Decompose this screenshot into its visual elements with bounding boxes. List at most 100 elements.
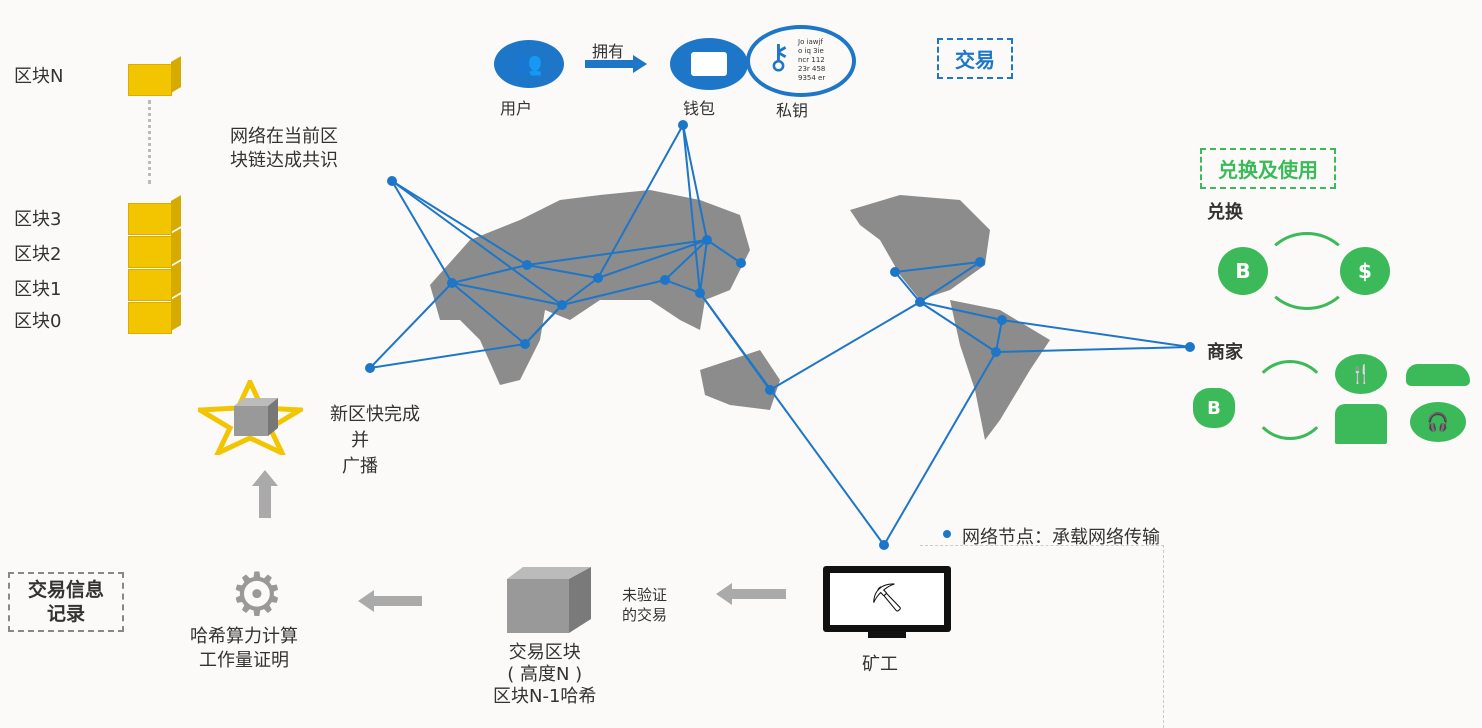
network-link bbox=[524, 304, 563, 345]
transaction-title: 交易 bbox=[937, 38, 1013, 79]
left-arrow-icon bbox=[716, 583, 786, 605]
key-text: o iq 3ie bbox=[798, 47, 824, 55]
key-text: ncr 112 bbox=[798, 56, 825, 64]
wallet-label: 钱包 bbox=[683, 99, 716, 118]
block-2-label: 区块2 bbox=[14, 244, 62, 265]
network-node bbox=[879, 540, 889, 550]
new-block-line: 新区快完成 bbox=[330, 404, 420, 425]
transaction-block-icon bbox=[507, 567, 591, 633]
network-link bbox=[1001, 319, 1191, 348]
key-text: 23r 458 bbox=[798, 65, 826, 73]
network-link bbox=[597, 239, 708, 279]
network-link bbox=[919, 301, 1003, 321]
miner-label: 矿工 bbox=[862, 654, 898, 675]
network-node bbox=[991, 347, 1001, 357]
new-block-line: 并 bbox=[351, 430, 369, 451]
network-link bbox=[451, 282, 526, 345]
network-link bbox=[664, 239, 708, 281]
node-legend-icon bbox=[943, 530, 951, 538]
star-icon bbox=[198, 380, 303, 455]
exchange-label: 兑换 bbox=[1207, 202, 1243, 223]
network-link bbox=[682, 124, 701, 294]
network-node bbox=[890, 267, 900, 277]
wallet-icon bbox=[670, 38, 748, 90]
network-link bbox=[919, 261, 981, 303]
network-node bbox=[1185, 342, 1195, 352]
unverified-label: 未验证的交易 bbox=[622, 586, 668, 624]
network-link bbox=[699, 239, 708, 294]
network-link bbox=[369, 343, 526, 369]
network-node bbox=[365, 363, 375, 373]
block-n bbox=[128, 64, 172, 96]
world-map bbox=[430, 190, 1050, 440]
users-icon: 👥 bbox=[494, 40, 564, 88]
node-legend-label: 网络节点：承载网络传输 bbox=[962, 527, 1160, 548]
network-link bbox=[682, 124, 708, 241]
network-node bbox=[447, 278, 457, 288]
block-1-label: 区块1 bbox=[14, 279, 62, 300]
network-node bbox=[522, 260, 532, 270]
network-link bbox=[369, 282, 453, 369]
network-link bbox=[894, 261, 981, 273]
network-link bbox=[919, 301, 997, 353]
left-arrow-icon bbox=[358, 590, 422, 612]
block-3 bbox=[128, 203, 172, 235]
monitor-stand bbox=[868, 632, 906, 638]
record-title: 交易信息记录 bbox=[8, 572, 125, 632]
network-node bbox=[678, 120, 688, 130]
up-arrow-icon bbox=[252, 470, 278, 518]
exchange-cycle-icon bbox=[1262, 232, 1352, 310]
network-link bbox=[391, 180, 453, 284]
network-node bbox=[557, 300, 567, 310]
new-block-label: 新区快完成 并 广播 bbox=[330, 402, 420, 480]
block-2 bbox=[128, 236, 172, 268]
consensus-line-1: 网络在当前区 bbox=[230, 126, 338, 147]
network-node bbox=[387, 176, 397, 186]
car-icon bbox=[1406, 364, 1470, 386]
headphones-icon: 🎧 bbox=[1410, 402, 1466, 442]
private-key-label: 私钥 bbox=[776, 101, 809, 120]
key-icon: ⚷ bbox=[766, 37, 791, 77]
merchant-label: 商家 bbox=[1207, 342, 1243, 363]
network-link bbox=[883, 351, 997, 546]
key-text: Jo iawjf bbox=[798, 38, 823, 46]
network-node bbox=[593, 273, 603, 283]
consensus-line-2: 块链达成共识 bbox=[230, 150, 338, 171]
exchange-use-title: 兑换及使用 bbox=[1200, 148, 1336, 189]
gears-icon: ⚙ bbox=[230, 560, 284, 630]
own-label: 拥有 bbox=[592, 42, 625, 61]
dollar-icon: $ bbox=[1340, 247, 1390, 295]
own-arrow-icon bbox=[585, 55, 647, 73]
block-0-label: 区块0 bbox=[14, 311, 62, 332]
network-node bbox=[520, 339, 530, 349]
restaurant-icon: 🍴 bbox=[1335, 354, 1387, 394]
chain-dots bbox=[148, 100, 152, 184]
network-link bbox=[699, 292, 885, 546]
block-n-label: 区块N bbox=[14, 66, 64, 87]
network-link bbox=[995, 346, 1191, 353]
network-link bbox=[894, 271, 921, 303]
network-node bbox=[660, 275, 670, 285]
network-link bbox=[451, 264, 528, 284]
network-link bbox=[995, 319, 1003, 353]
block-3-label: 区块3 bbox=[14, 209, 62, 230]
network-link bbox=[561, 277, 599, 306]
network-link bbox=[451, 282, 563, 306]
shopping-icon bbox=[1335, 404, 1387, 444]
network-node bbox=[765, 385, 775, 395]
network-link bbox=[526, 264, 599, 279]
hash-label: 哈希算力计算工作量证明 bbox=[190, 626, 298, 671]
block-1 bbox=[128, 269, 172, 301]
network-link bbox=[526, 239, 708, 266]
merchant-cycle-icon bbox=[1250, 360, 1330, 440]
key-text: 9354 er bbox=[798, 74, 826, 82]
miner-monitor-icon: ⛏ bbox=[823, 566, 951, 632]
network-node bbox=[736, 258, 746, 268]
network-link bbox=[391, 180, 563, 306]
bitcoin-icon: B bbox=[1218, 247, 1268, 295]
network-link bbox=[769, 301, 921, 391]
network-node bbox=[695, 288, 705, 298]
new-block-line: 广播 bbox=[342, 456, 378, 477]
network-node bbox=[915, 297, 925, 307]
